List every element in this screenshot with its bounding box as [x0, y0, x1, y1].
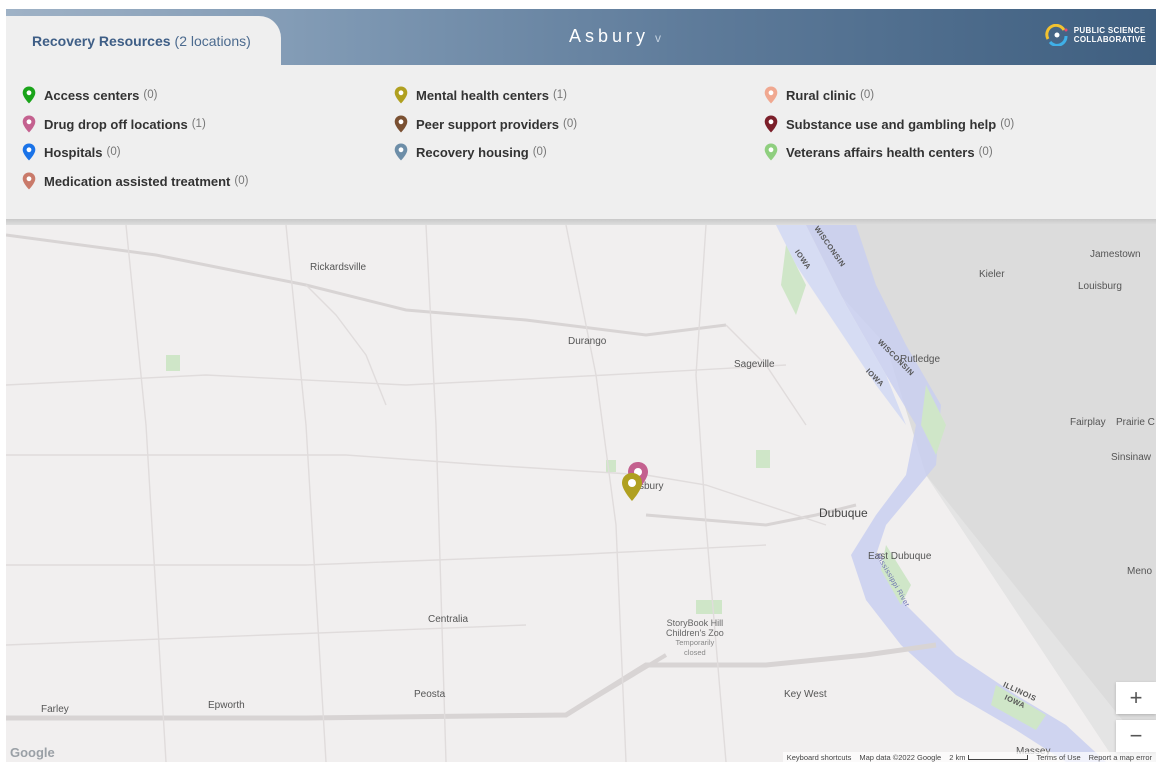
place-jamestown: Jamestown — [1090, 249, 1141, 260]
map-pin-icon — [22, 115, 36, 133]
place-farley: Farley — [41, 704, 69, 715]
legend-item-recovery-housing[interactable]: Recovery housing(0) — [394, 143, 547, 161]
zoom-in-button[interactable]: + — [1116, 682, 1156, 714]
legend-item-hospitals[interactable]: Hospitals(0) — [22, 143, 121, 161]
legend-label: Recovery housing — [416, 144, 529, 160]
legend-count: (0) — [978, 146, 993, 158]
place-rutledge: Rutledge — [900, 354, 941, 365]
terms-of-use-link[interactable]: Terms of Use — [1036, 753, 1081, 762]
place-durango: Durango — [568, 336, 607, 347]
storybook-line-1: StoryBook Hill — [666, 618, 724, 628]
legend-label: Drug drop off locations — [44, 116, 188, 132]
legend-item-veterans-affairs-health-centers[interactable]: Veterans affairs health centers(0) — [764, 143, 993, 161]
city-selector[interactable]: Asbury v — [569, 26, 661, 47]
legend-label: Peer support providers — [416, 116, 560, 132]
map-canvas[interactable]: Rickardsville Durango Sageville Rutledge… — [6, 225, 1156, 762]
storybook-status-2: closed — [684, 648, 706, 657]
legend-item-drug-drop-off-locations[interactable]: Drug drop off locations(1) — [22, 115, 206, 133]
map-pin-icon — [22, 86, 36, 104]
place-sageville: Sageville — [734, 359, 775, 370]
legend-count: (0) — [532, 146, 547, 158]
map-pin-icon — [394, 115, 408, 133]
legend-label: Rural clinic — [786, 87, 857, 103]
place-storybook-hill: StoryBook Hill Children's Zoo Temporaril… — [666, 618, 724, 658]
place-sinsinaw: Sinsinaw — [1111, 452, 1152, 463]
legend-label: Substance use and gambling help — [786, 116, 997, 132]
place-massey: Massey — [1016, 746, 1050, 757]
legend-count: (0) — [143, 89, 158, 101]
city-name: Asbury — [569, 26, 650, 46]
place-east-dubuque: East Dubuque — [868, 551, 932, 562]
map-pin-icon — [764, 86, 778, 104]
tab-title: Recovery Resources — [32, 32, 171, 49]
legend-panel — [6, 65, 1156, 219]
legend-count: (0) — [860, 89, 875, 101]
recovery-resources-tab[interactable]: Recovery Resources (2 locations) — [6, 16, 281, 65]
map-attribution: Keyboard shortcuts Map data ©2022 Google… — [782, 752, 1156, 762]
place-epworth: Epworth — [208, 700, 245, 711]
map-pin-icon — [394, 143, 408, 161]
legend-divider — [6, 219, 1156, 225]
logo-icon — [1045, 24, 1068, 46]
place-peosta: Peosta — [414, 689, 446, 700]
legend-item-access-centers[interactable]: Access centers(0) — [22, 86, 157, 104]
place-louisburg: Louisburg — [1078, 281, 1122, 292]
map-pin-icon — [622, 473, 642, 501]
storybook-line-2: Children's Zoo — [666, 628, 724, 638]
map-pin-icon — [22, 172, 36, 190]
map-pin-icon — [764, 115, 778, 133]
legend-label: Medication assisted treatment — [44, 173, 231, 189]
zoom-out-button[interactable]: − — [1116, 720, 1156, 752]
legend-item-substance-use-and-gambling-help[interactable]: Substance use and gambling help(0) — [764, 115, 1014, 133]
place-fairplay: Fairplay — [1070, 417, 1106, 428]
legend-count: (1) — [191, 118, 206, 130]
scale-bar — [968, 755, 1029, 760]
legend-label: Hospitals — [44, 144, 103, 160]
tab-location-count: (2 locations) — [174, 32, 251, 49]
place-dubuque: Dubuque — [819, 506, 868, 520]
logo-line-2: COLLABORATIVE — [1073, 35, 1146, 44]
google-logo[interactable]: Google — [10, 745, 55, 760]
place-asbury: sbury — [639, 481, 664, 492]
chevron-down-icon: v — [655, 31, 662, 45]
mental-health-center-marker[interactable] — [621, 472, 643, 502]
map-base-layer — [6, 225, 1156, 762]
legend-count: (1) — [552, 89, 567, 101]
map-pin-icon — [22, 143, 36, 161]
place-menominee: Meno — [1127, 566, 1153, 577]
legend-item-peer-support-providers[interactable]: Peer support providers(0) — [394, 115, 577, 133]
public-science-logo: PUBLIC SCIENCE COLLABORATIVE — [1044, 24, 1146, 46]
logo-line-1: PUBLIC SCIENCE — [1073, 26, 1146, 35]
keyboard-shortcuts-link[interactable]: Keyboard shortcuts — [786, 753, 852, 762]
zoom-controls: + − — [1116, 682, 1156, 752]
legend-count: (0) — [106, 146, 121, 158]
legend-label: Access centers — [44, 87, 140, 103]
legend-item-medication-assisted-treatment[interactable]: Medication assisted treatment(0) — [22, 172, 248, 190]
place-key-west: Key West — [784, 689, 827, 700]
place-kieler: Kieler — [979, 269, 1005, 280]
legend-count: (0) — [563, 118, 578, 130]
legend-item-mental-health-centers[interactable]: Mental health centers(1) — [394, 86, 567, 104]
map-data-credit: Map data ©2022 Google — [859, 753, 942, 762]
place-centralia: Centralia — [428, 614, 469, 625]
storybook-status-1: Temporarily — [675, 638, 715, 647]
map-pin-icon — [764, 143, 778, 161]
scale-indicator[interactable]: 2 km — [949, 753, 1029, 762]
legend-count: (0) — [1000, 118, 1015, 130]
legend-label: Veterans affairs health centers — [786, 144, 975, 160]
legend-label: Mental health centers — [416, 87, 549, 103]
scale-label: 2 km — [949, 753, 966, 762]
place-rickardsville: Rickardsville — [310, 262, 367, 273]
place-prairie: Prairie C — [1116, 417, 1155, 428]
legend-count: (0) — [234, 175, 249, 187]
legend-item-rural-clinic[interactable]: Rural clinic(0) — [764, 86, 874, 104]
report-map-error-link[interactable]: Report a map error — [1088, 753, 1152, 762]
map-pin-icon — [394, 86, 408, 104]
